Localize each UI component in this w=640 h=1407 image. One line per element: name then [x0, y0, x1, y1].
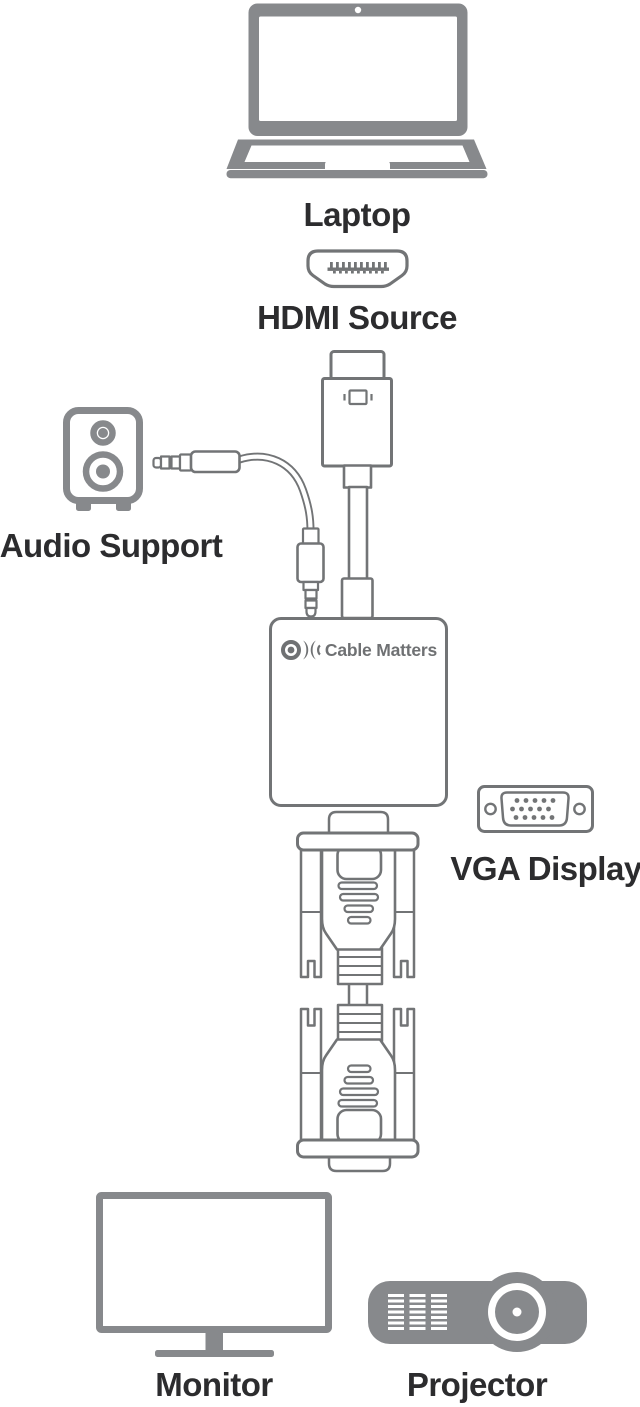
laptop-label: Laptop: [303, 196, 411, 233]
hdmi-port-icon: [306, 249, 409, 289]
audio-cable-icon: [152, 450, 325, 618]
cable-matters-logo-icon: [280, 640, 321, 660]
brand-name: Cable Matters: [324, 639, 438, 660]
speaker-icon: [63, 407, 143, 511]
laptop-icon: [226, 3, 488, 179]
projector-vents: [388, 1294, 447, 1330]
adapter-icon: Cable Matters: [269, 617, 448, 807]
audio-support-label: Audio Support: [0, 527, 223, 564]
vga-display-label: VGA Display: [450, 850, 640, 887]
projector-label: Projector: [406, 1366, 548, 1403]
vga-port-icon: [477, 785, 594, 833]
projector-icon: [368, 1272, 587, 1352]
brand-logo: Cable Matters: [272, 636, 445, 664]
vga-cable-icon: [296, 810, 420, 1173]
webcam-icon: [354, 6, 362, 14]
monitor-icon: [96, 1192, 332, 1357]
hdmi-source-label: HDMI Source: [257, 299, 457, 336]
hdmi-plug-icon: [321, 350, 393, 620]
monitor-label: Monitor: [155, 1366, 273, 1403]
